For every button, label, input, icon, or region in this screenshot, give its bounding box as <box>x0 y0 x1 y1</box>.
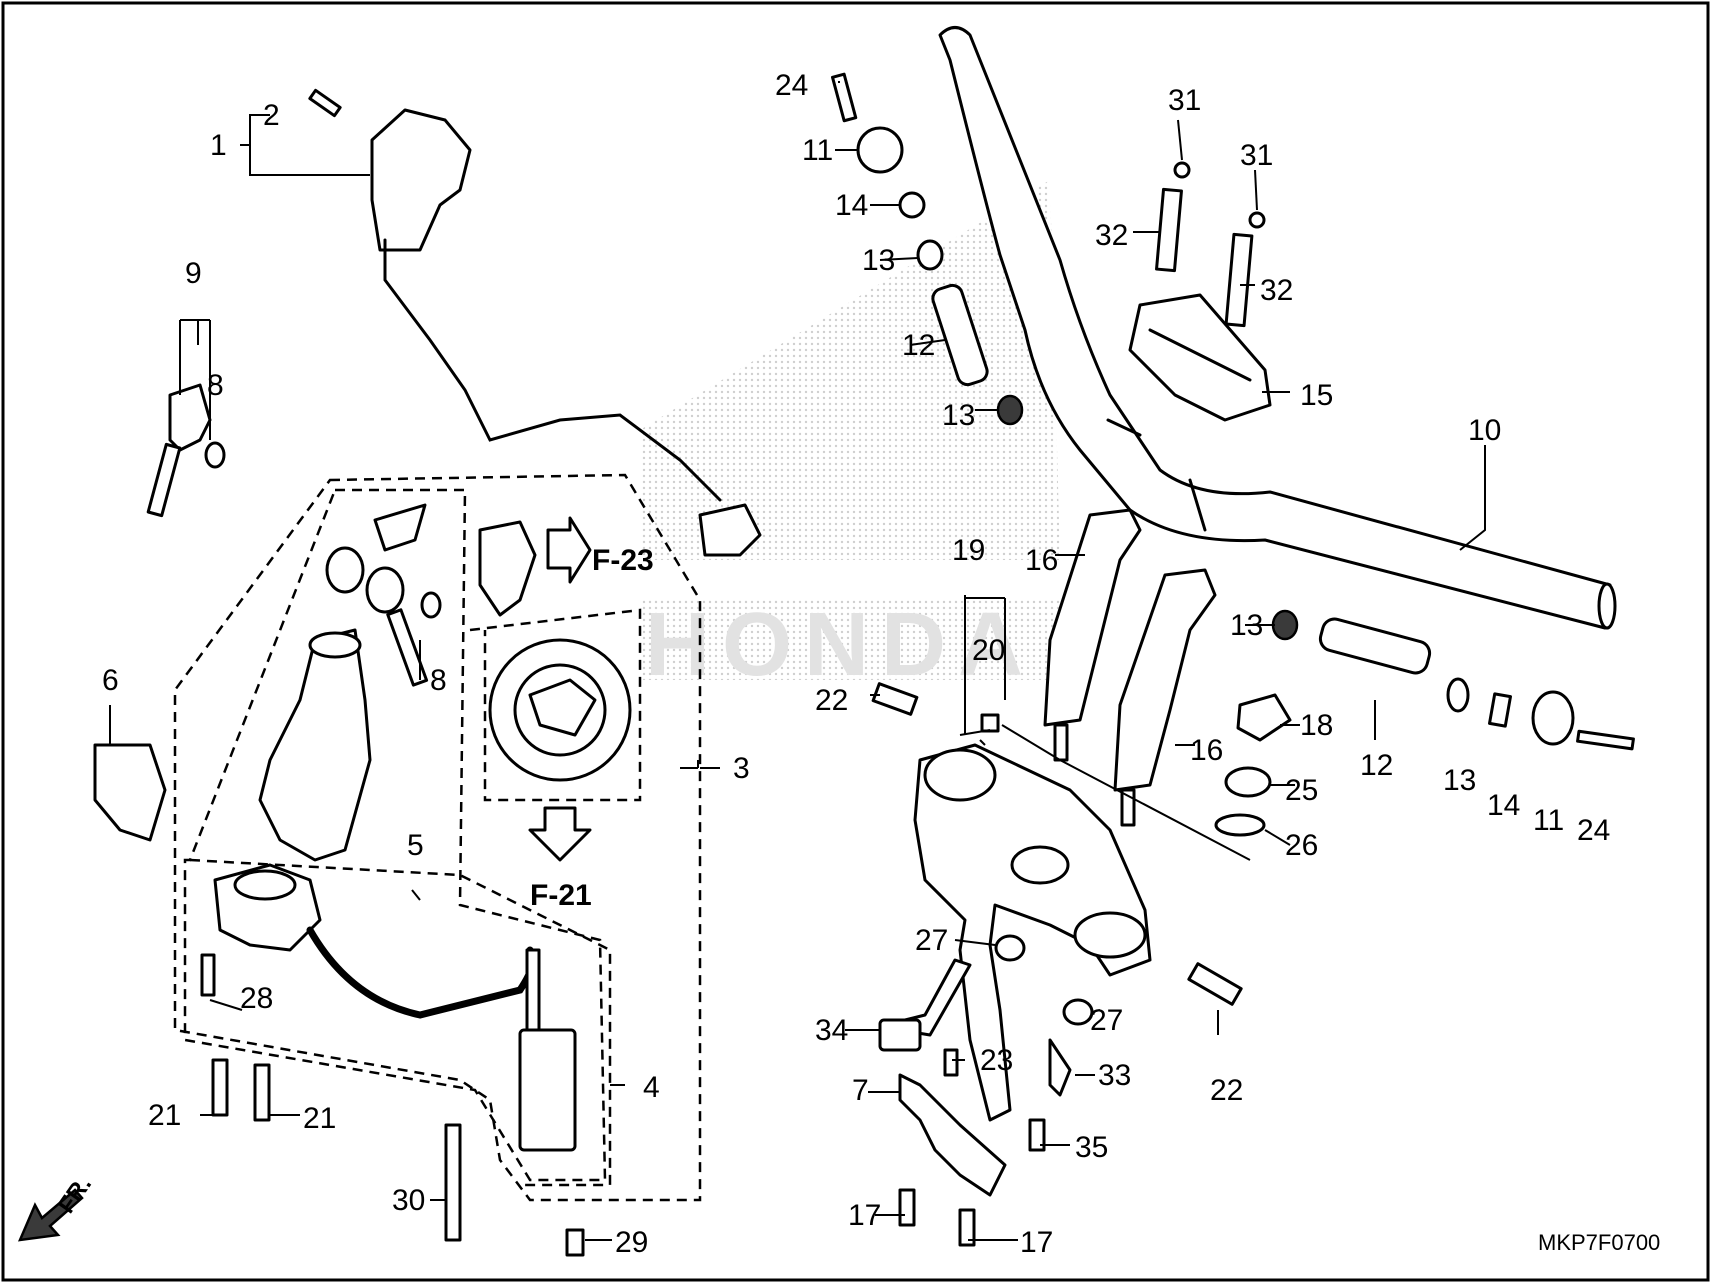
callout-25: 25 <box>1285 774 1318 807</box>
callout-30: 30 <box>392 1184 425 1217</box>
reference-f21: F-21 <box>530 879 592 912</box>
reference-arrows <box>528 516 592 862</box>
callout-18: 18 <box>1300 709 1333 742</box>
callout-15: 15 <box>1300 379 1333 412</box>
pinch-bolts <box>871 682 1243 1006</box>
assembly-outlines <box>173 473 991 1202</box>
callout-1: 1 <box>210 129 227 162</box>
callout-24: 24 <box>775 69 808 102</box>
callout-31: 31 <box>1168 84 1201 117</box>
callout-27: 27 <box>915 924 948 957</box>
callout-3: 3 <box>733 752 750 785</box>
callout-2: 2 <box>263 99 280 132</box>
harness-brackets <box>878 934 1094 1247</box>
callout-32: 32 <box>1095 219 1128 252</box>
callout-22: 22 <box>1210 1074 1243 1107</box>
callout-16: 16 <box>1025 544 1058 577</box>
callout-34: 34 <box>815 1014 848 1047</box>
callout-29: 29 <box>615 1226 648 1259</box>
callout-12: 12 <box>1360 749 1393 782</box>
callout-10: 10 <box>1468 414 1501 447</box>
bar-end-weight-right <box>1271 609 1635 751</box>
front-direction-indicator <box>17 1188 84 1242</box>
svg-text:HONDA: HONDA <box>645 595 1035 695</box>
callout-24: 24 <box>1577 814 1610 847</box>
callout-31: 31 <box>1240 139 1273 172</box>
diagram-code: MKP7F0700 <box>1538 1230 1660 1255</box>
callout-7: 7 <box>852 1074 869 1107</box>
callout-13: 13 <box>1230 609 1263 642</box>
callout-20: 20 <box>972 634 1005 667</box>
leader-lines <box>109 81 1486 1241</box>
callout-13: 13 <box>1443 764 1476 797</box>
callout-26: 26 <box>1285 829 1318 862</box>
callout-32: 32 <box>1260 274 1293 307</box>
switch-cover <box>93 743 167 842</box>
callout-11: 11 <box>802 134 833 167</box>
part-callouts: 1 2 9 8 24 11 14 13 12 13 31 31 32 32 15… <box>102 69 1610 1259</box>
callout-23: 23 <box>980 1044 1013 1077</box>
fuel-cap <box>478 520 632 782</box>
callout-21: 21 <box>148 1099 181 1132</box>
callout-6: 6 <box>102 664 119 697</box>
callout-33: 33 <box>1098 1059 1131 1092</box>
callout-8: 8 <box>430 664 447 697</box>
callout-14: 14 <box>1487 789 1520 822</box>
callout-13: 13 <box>862 244 895 277</box>
callout-12: 12 <box>902 329 935 362</box>
immobilizer-harness <box>200 863 577 1152</box>
callout-21: 21 <box>303 1102 336 1135</box>
mounting-screws <box>211 1058 585 1257</box>
callout-11: 11 <box>1533 804 1564 837</box>
callout-16: 16 <box>1190 734 1223 767</box>
callout-19: 19 <box>952 534 985 567</box>
callout-35: 35 <box>1075 1131 1108 1164</box>
callout-14: 14 <box>835 189 868 222</box>
callout-17: 17 <box>848 1199 881 1232</box>
callout-4: 4 <box>643 1071 660 1104</box>
callout-28: 28 <box>240 982 273 1015</box>
callout-13: 13 <box>942 399 975 432</box>
ignition-key <box>146 383 226 518</box>
callout-9: 9 <box>185 257 202 290</box>
callout-22: 22 <box>815 684 848 717</box>
callout-17: 17 <box>1020 1226 1053 1259</box>
ignition-switch <box>258 88 762 862</box>
bar-end-weight-left <box>831 72 1024 426</box>
callout-8: 8 <box>207 369 224 402</box>
handlebar-holder-upper <box>1128 161 1272 422</box>
handlebar <box>938 26 1617 630</box>
callout-5: 5 <box>407 829 424 862</box>
top-bridge <box>913 743 1152 1122</box>
handlebar-holders-lower <box>1043 508 1217 827</box>
callout-27: 27 <box>1090 1004 1123 1037</box>
steering-stem-nuts <box>1214 693 1292 837</box>
reference-f23: F-23 <box>592 544 654 577</box>
watermark: HONDA <box>640 180 1060 695</box>
